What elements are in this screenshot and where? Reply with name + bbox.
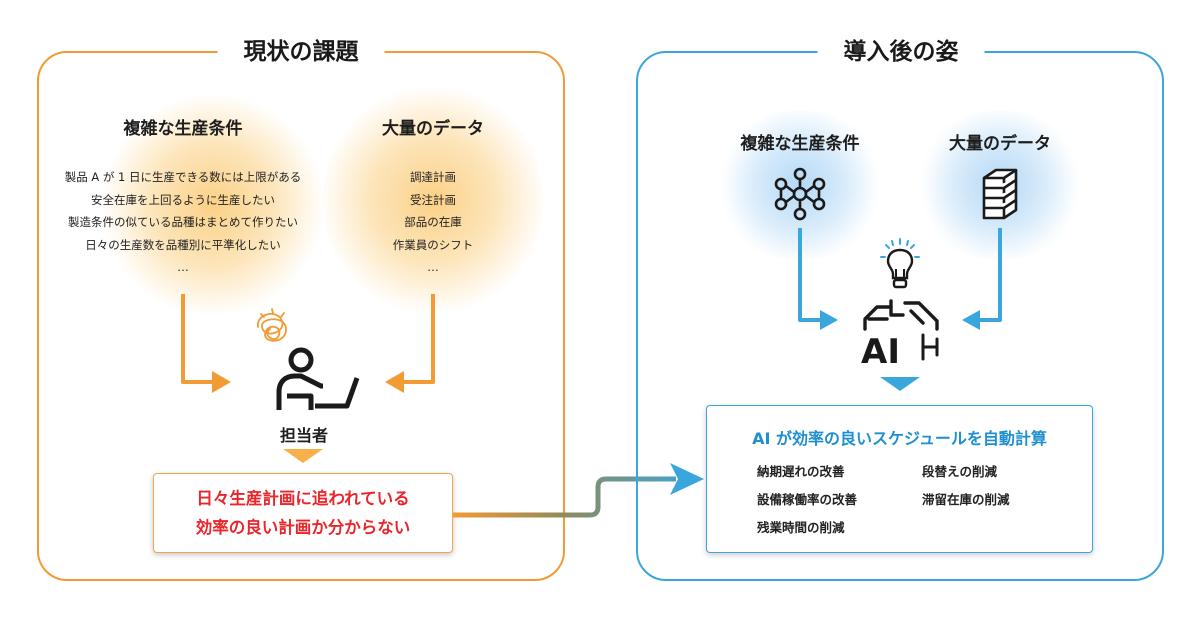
list-item: 製品 A が 1 日に生産できる数には上限がある: [64, 170, 302, 184]
ai-chip-icon: AI: [861, 299, 939, 372]
result-item: 滞留在庫の削減: [922, 492, 1010, 507]
list-item: …: [427, 260, 439, 274]
down-arrow-right: [880, 377, 920, 391]
list-item: 安全在庫を上回るように生産したい: [90, 192, 275, 207]
right-blue-arrow: [978, 228, 1002, 322]
complex-conditions-list: 製品 A が 1 日に生産できる数には上限がある 安全在庫を上回るように生産した…: [65, 166, 302, 279]
tangle-icon: [257, 308, 287, 342]
down-arrow-left: [283, 449, 323, 463]
ai-label: AI: [861, 332, 900, 372]
right-orange-arrow: [403, 294, 435, 384]
lightbulb-icon: [880, 238, 920, 289]
problem-line: 日々生産計画に追われている: [196, 489, 410, 508]
person-label: 担当者: [279, 426, 329, 445]
large-data-heading-future: 大量のデータ: [949, 134, 1051, 154]
right-blue-arrowhead: [962, 310, 980, 330]
network-icon: [774, 167, 826, 221]
problem-box: 日々生産計画に追われている 効率の良い計画か分からない: [153, 473, 453, 553]
current-issues-title: 現状の課題: [217, 34, 385, 70]
result-item: 納期遅れの改善: [757, 464, 845, 479]
result-box: AI が効率の良いスケジュールを自動計算 納期遅れの改善 段替えの削減 設備稼働…: [706, 405, 1093, 553]
left-arrowhead: [212, 371, 231, 393]
list-item: 部品の在庫: [404, 215, 462, 229]
result-item: 段替えの削減: [922, 464, 998, 479]
list-item: 受注計画: [410, 192, 456, 207]
server-icon: [982, 168, 1018, 220]
left-blue-arrow: [798, 228, 822, 322]
future-state-title: 導入後の姿: [817, 34, 985, 70]
result-title: AI が効率の良いスケジュールを自動計算: [752, 429, 1047, 448]
left-blue-arrowhead: [820, 310, 838, 330]
list-item: …: [177, 260, 189, 274]
person-laptop-icon: [276, 347, 360, 410]
list-item: 調達計画: [410, 170, 456, 184]
right-arrowhead: [385, 371, 404, 393]
result-item: 残業時間の削減: [757, 520, 845, 535]
complex-conditions-heading: 複雑な生産条件: [123, 119, 243, 139]
list-item: 作業員のシフト: [392, 237, 474, 252]
right-glow: [323, 85, 543, 315]
problem-line: 効率の良い計画か分からない: [195, 518, 411, 537]
large-data-list: 調達計画 受注計画 部品の在庫 作業員のシフト …: [393, 166, 474, 279]
list-item: 日々の生産数を品種別に平準化したい: [85, 237, 281, 252]
left-orange-arrow: [181, 294, 213, 384]
result-item: 設備稼働率の改善: [757, 492, 858, 507]
large-data-heading: 大量のデータ: [382, 119, 484, 139]
list-item: 製造条件の似ている品種はまとめて作りたい: [67, 215, 298, 229]
complex-conditions-heading-future: 複雑な生産条件: [740, 134, 860, 154]
left-glow: [103, 95, 323, 315]
